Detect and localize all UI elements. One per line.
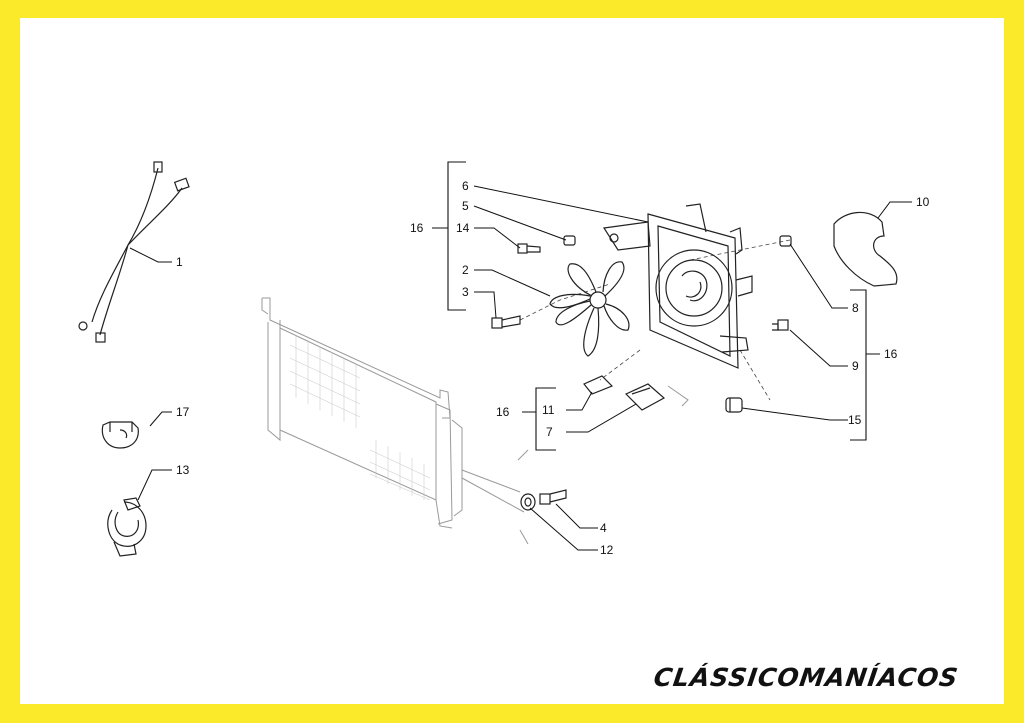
part-radiator bbox=[261, 297, 463, 529]
part-washer-12 bbox=[520, 493, 536, 511]
callout-10: 10 bbox=[916, 195, 930, 209]
callout-labels: 1 17 13 16 6 5 14 2 3 10 8 16 9 15 16 11… bbox=[176, 179, 930, 557]
callout-3: 3 bbox=[462, 285, 469, 299]
callout-2: 2 bbox=[462, 263, 469, 277]
group-braces bbox=[432, 161, 880, 451]
part-fan-blade bbox=[549, 261, 630, 357]
part-clip-11 bbox=[583, 375, 614, 395]
callout-1: 1 bbox=[176, 255, 183, 269]
part-screw-9 bbox=[772, 319, 789, 331]
parts-diagram: 1 17 13 16 6 5 14 2 3 10 8 16 9 15 16 11… bbox=[78, 161, 930, 557]
callout-5: 5 bbox=[462, 199, 469, 213]
assembly-lines bbox=[461, 239, 791, 545]
callout-17: 17 bbox=[176, 405, 190, 419]
part-nut-8 bbox=[779, 235, 792, 247]
callout-11: 11 bbox=[542, 403, 555, 417]
part-wiring-harness bbox=[78, 161, 190, 343]
callout-16-right: 16 bbox=[884, 347, 898, 361]
part-fan-shroud bbox=[602, 203, 753, 369]
callout-6: 6 bbox=[462, 179, 469, 193]
part-bracket-10 bbox=[833, 211, 898, 287]
callout-14: 14 bbox=[456, 221, 470, 235]
callout-16-top: 16 bbox=[410, 221, 424, 235]
part-bushing-15 bbox=[725, 397, 743, 413]
callout-16-mid: 16 bbox=[496, 405, 510, 419]
part-bolt-3 bbox=[491, 315, 521, 329]
callout-13: 13 bbox=[176, 463, 190, 477]
part-screw-14 bbox=[517, 243, 541, 254]
part-resistor-7 bbox=[624, 383, 666, 411]
diagram-sheet: 1 17 13 16 6 5 14 2 3 10 8 16 9 15 16 11… bbox=[20, 18, 1004, 704]
brand-watermark: CLÁSSICOMANÍACOS bbox=[651, 663, 961, 692]
callout-12: 12 bbox=[600, 543, 614, 557]
part-bolt-4 bbox=[539, 489, 567, 505]
callout-7: 7 bbox=[546, 425, 553, 439]
part-ring-clamp-13 bbox=[107, 497, 147, 557]
part-clamp-17 bbox=[101, 421, 139, 449]
leader-lines bbox=[129, 185, 912, 551]
callout-8: 8 bbox=[852, 301, 859, 315]
callout-15: 15 bbox=[848, 413, 862, 427]
part-nut-5 bbox=[563, 235, 576, 246]
callout-4: 4 bbox=[600, 521, 607, 535]
callout-9: 9 bbox=[852, 359, 859, 373]
